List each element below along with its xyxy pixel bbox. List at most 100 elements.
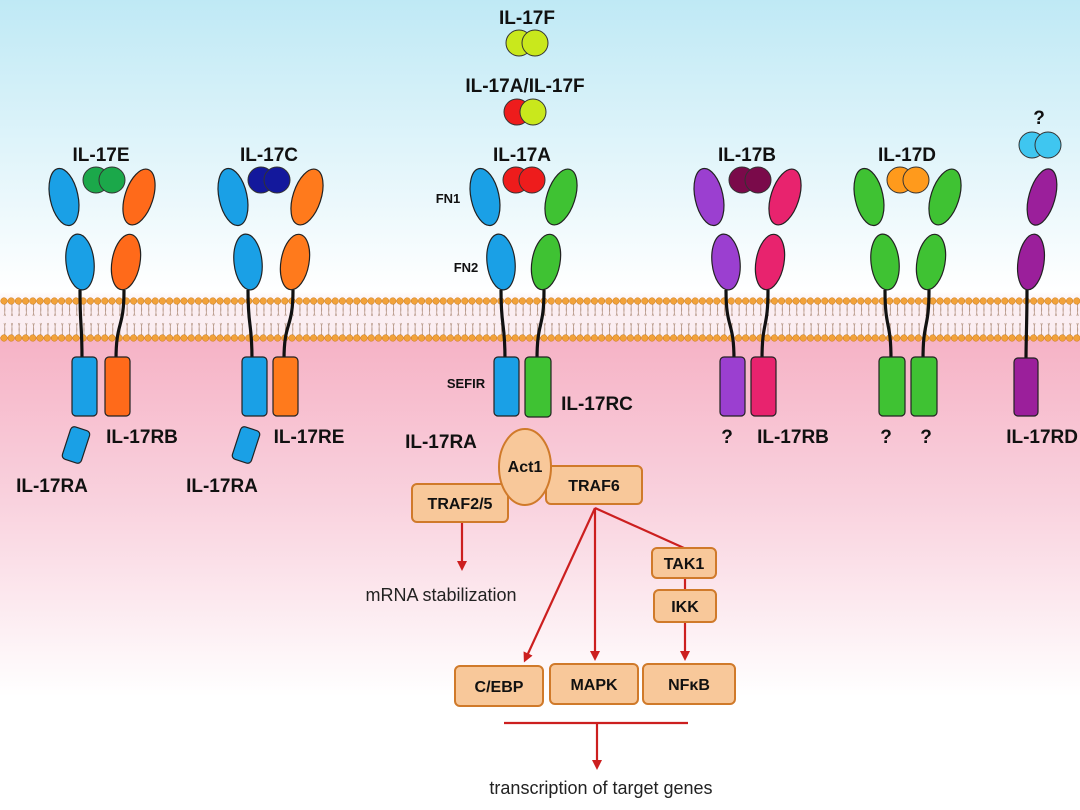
lipid-head — [1037, 297, 1045, 305]
lipid-tails — [846, 301, 849, 338]
lipid-tails — [356, 301, 359, 338]
il17d-chain-right-stalk — [921, 289, 931, 361]
lipid-head — [670, 297, 678, 305]
lipid-head — [1001, 297, 1009, 305]
lipid-tails — [277, 301, 280, 338]
lipid-tails — [39, 301, 42, 338]
lipid-head — [475, 297, 483, 305]
lipid-head — [835, 334, 843, 342]
lipid-tails — [918, 301, 921, 338]
il17d-dimer — [886, 166, 930, 194]
lipid-head — [259, 334, 267, 342]
lipid-head — [655, 297, 663, 305]
il17b-dimer — [728, 166, 772, 194]
lipid-head — [266, 334, 274, 342]
lipid-head — [778, 297, 786, 305]
mrna-stabilization-label: mRNA stabilization — [365, 585, 516, 605]
lipid-head — [187, 334, 195, 342]
lipid-head — [353, 297, 361, 305]
lipid-tails — [1018, 301, 1022, 338]
lipid-tails — [968, 301, 971, 338]
lipid-head — [475, 334, 483, 342]
lipid-head — [986, 334, 994, 342]
lipid-tails — [889, 301, 892, 338]
lipid-tails — [658, 301, 662, 338]
lipid-tails — [392, 301, 395, 338]
lipid-head — [382, 334, 390, 342]
lipid-head — [1037, 334, 1045, 342]
lipid-head — [252, 334, 260, 342]
il17d-chain-left-stalk — [883, 289, 893, 361]
lipid-tails — [133, 301, 136, 338]
lipid-head — [1030, 334, 1038, 342]
lipid-tails — [25, 301, 28, 338]
lipid-tails — [54, 301, 57, 338]
domain-label-sefir: SEFIR — [447, 376, 486, 391]
domain-label-fn2: FN2 — [454, 260, 479, 275]
ligand-label-il17e: IL-17E — [72, 145, 129, 166]
lipid-head — [50, 334, 58, 342]
lipid-head — [259, 297, 267, 305]
il17rb-chain-b-sefir-domain — [750, 356, 777, 417]
unknown-ligand-dimer-monomer — [1034, 131, 1062, 159]
lipid-head — [677, 297, 685, 305]
lipid-tails — [471, 301, 474, 338]
lipid-head — [871, 334, 879, 342]
lipid-head — [158, 334, 166, 342]
lipid-head — [1073, 297, 1080, 305]
lipid-head — [1051, 334, 1059, 342]
lipid-head — [994, 334, 1002, 342]
lipid-head — [799, 334, 807, 342]
lipid-head — [583, 334, 591, 342]
lipid-head — [511, 297, 519, 305]
lipid-head — [14, 334, 22, 342]
il17rb-chain-e-sefir-domain — [104, 356, 131, 417]
lipid-tails — [219, 301, 222, 338]
lipid-head — [29, 334, 37, 342]
lipid-head — [310, 334, 318, 342]
lipid-head — [58, 334, 66, 342]
lipid-head — [288, 334, 296, 342]
lipid-head — [209, 297, 217, 305]
lipid-head — [641, 334, 649, 342]
lipid-tails — [118, 301, 122, 338]
lipid-head — [734, 297, 742, 305]
lipid-head — [569, 334, 577, 342]
lipid-tails — [205, 301, 208, 338]
lipid-tails — [1040, 301, 1043, 338]
lipid-head — [331, 297, 339, 305]
il17ra-chain-e-stalk — [78, 289, 84, 361]
lipid-tails — [579, 301, 582, 338]
lipid-head — [418, 297, 426, 305]
traf6-label: TRAF6 — [568, 478, 620, 495]
lipid-head — [166, 334, 174, 342]
il17b-chain-left — [693, 167, 746, 417]
lipid-head — [72, 297, 80, 305]
lipid-head — [454, 334, 462, 342]
lipid-head — [698, 297, 706, 305]
lipid-head — [641, 297, 649, 305]
lipid-head — [583, 297, 591, 305]
line-traf6-to-tak1 — [594, 506, 685, 550]
lipid-head — [374, 297, 382, 305]
traf25-box — [411, 483, 509, 523]
lipid-tails — [572, 301, 575, 338]
lipid-head — [691, 297, 699, 305]
lipid-head — [1030, 297, 1038, 305]
il17ra-chain-a — [469, 167, 520, 417]
lipid-tails — [666, 301, 669, 338]
lipid-tails — [1004, 301, 1007, 338]
il17rb-chain-b-fn2-domain — [754, 233, 786, 291]
lipid-tails — [795, 301, 798, 338]
lipid-head — [598, 297, 606, 305]
ligand-label-il17b: IL-17B — [718, 145, 776, 166]
ligand-label-il17f: IL-17F — [499, 8, 555, 29]
lipid-head — [151, 297, 159, 305]
lipid-head — [295, 334, 303, 342]
lipid-tails — [486, 301, 489, 338]
lipid-head — [727, 297, 735, 305]
lipid-tails — [226, 301, 230, 338]
il17ra-chain-e-sefir-domain — [71, 356, 98, 417]
il17rc-chain-a-fn1-domain — [544, 168, 578, 226]
lipid-head — [324, 334, 332, 342]
